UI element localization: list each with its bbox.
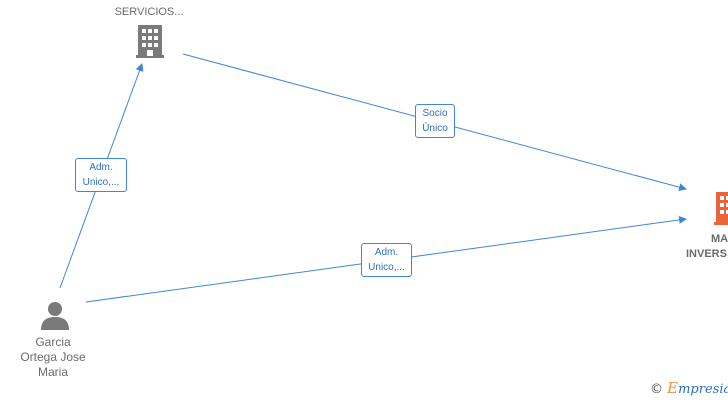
target-label[interactable]: MA INVERS bbox=[686, 232, 728, 262]
person-label-line: Ortega Jose bbox=[20, 350, 86, 364]
target-label-line: MA bbox=[711, 233, 728, 245]
person-label-line: Maria bbox=[37, 365, 68, 379]
edge-label-person-servicios[interactable]: Adm. Unico,... bbox=[75, 158, 127, 192]
servicios-label[interactable]: SERVICIOS... bbox=[114, 6, 184, 18]
edge-label-line: Único bbox=[422, 123, 448, 134]
person-label[interactable]: Garcia Ortega Jose Maria bbox=[8, 335, 98, 380]
person-icon[interactable] bbox=[41, 302, 69, 330]
edge-label-line: Socio bbox=[422, 108, 448, 119]
building-icon[interactable] bbox=[136, 25, 164, 58]
brand-name: mpresia bbox=[678, 382, 728, 397]
brand-initial: E bbox=[667, 379, 679, 397]
edge-label-line: Unico,... bbox=[82, 177, 120, 188]
edge-label-person-target[interactable]: Adm. Unico,... bbox=[361, 243, 412, 277]
edge-label-line: Unico,... bbox=[368, 262, 405, 273]
edge-label-line: Adm. bbox=[89, 162, 113, 173]
edge-label-servicios-target[interactable]: Socio Único bbox=[415, 104, 455, 138]
target-label-line: INVERS bbox=[686, 248, 727, 260]
person-label-line: Garcia bbox=[35, 335, 71, 349]
copyright-icon: © bbox=[650, 382, 663, 397]
edge-label-line: Adm. bbox=[374, 247, 399, 258]
brand-watermark: © Empresia bbox=[650, 379, 728, 397]
building-icon[interactable] bbox=[714, 192, 728, 225]
